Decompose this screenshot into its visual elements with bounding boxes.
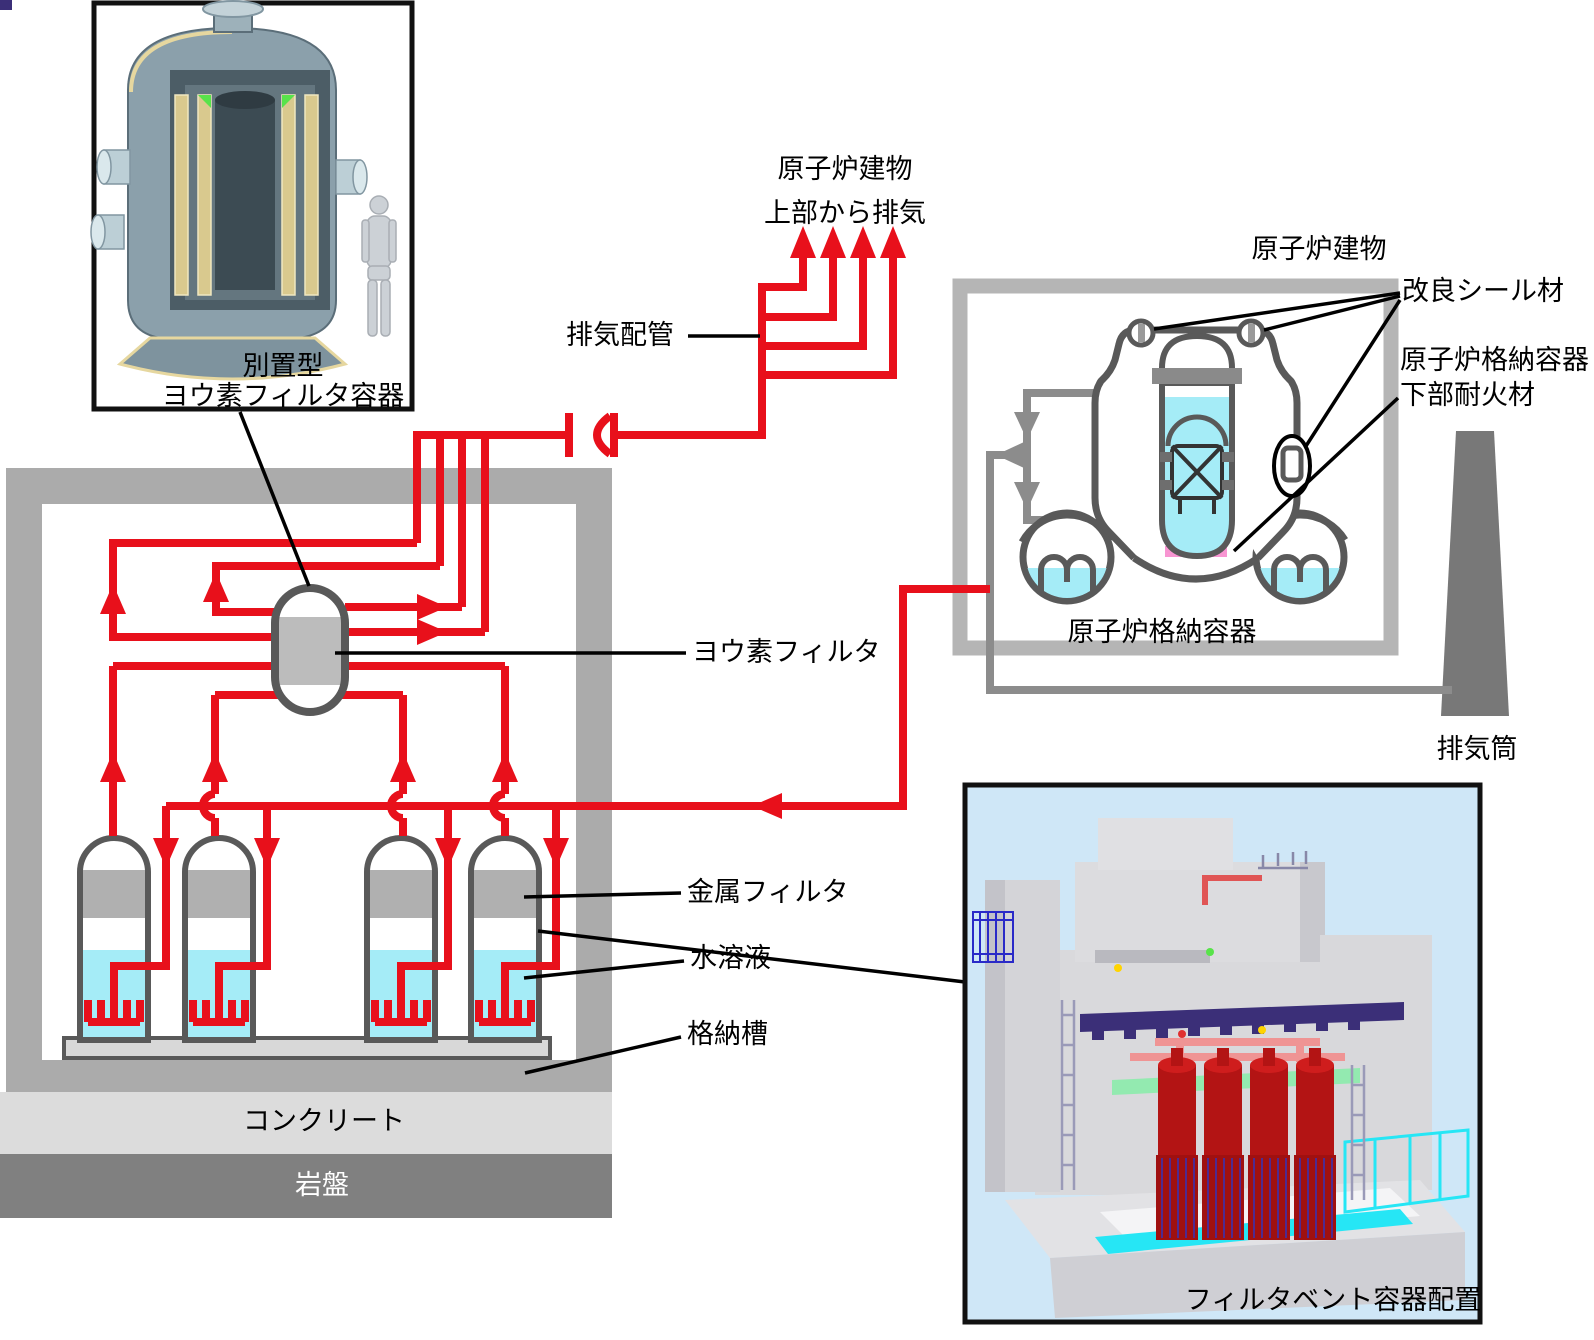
containment-tank-label: 格納槽 — [687, 1019, 768, 1051]
seal-point-right — [1236, 318, 1266, 348]
iodine-filter-label: ヨウ素フィルタ — [692, 637, 881, 669]
seal-point-left — [1126, 318, 1156, 348]
suppression-pool-left — [1018, 509, 1115, 605]
standalone-vessel-label-line2: ヨウ素フィルタ容器 — [161, 381, 405, 413]
cad-caption-label: フィルタベント容器配置 — [1184, 1285, 1482, 1317]
bedrock-label: 岩盤 — [295, 1170, 349, 1202]
pipe-break-icon — [565, 412, 618, 458]
bedrock-layer — [0, 1154, 612, 1218]
cad-filter-vessels — [1156, 1048, 1336, 1240]
roof-vent-arrows — [790, 226, 906, 258]
cad-render-box — [0, 0, 1483, 1325]
aqueous-solution-label: 水溶液 — [690, 943, 771, 975]
red-vent-piping — [84, 226, 990, 1026]
iodine-filter-vessel — [271, 584, 349, 716]
refractory-label-line2: 下部耐火材 — [1400, 380, 1535, 412]
human-figure — [361, 195, 397, 337]
containment-vessel-label: 原子炉格納容器 — [1067, 617, 1257, 649]
top-vent-label-line1: 原子炉建物 — [777, 154, 913, 186]
concrete-layer — [0, 1092, 612, 1154]
top-vent-label-line2: 上部から排気 — [764, 198, 926, 230]
improved-seal-label: 改良シール材 — [1402, 276, 1564, 308]
sparger-distributors — [84, 1000, 535, 1026]
metal-filter-label: 金属フィルタ — [687, 877, 849, 909]
vessel-3d-render — [90, 0, 368, 381]
standalone-vessel-box — [90, 0, 415, 412]
cad-wireframe-unit — [972, 911, 1014, 963]
cad-building — [0, 0, 1470, 1318]
exhaust-stack — [1441, 431, 1509, 716]
exhaust-stack-label: 排気筒 — [1436, 734, 1518, 766]
reactor-building-label: 原子炉建物 — [1251, 234, 1387, 266]
label-pointer-lines — [238, 291, 1402, 1075]
reactor-containment — [1018, 318, 1348, 605]
standalone-vessel-label-line1: 別置型 — [242, 351, 324, 383]
concrete-label: コンクリート — [243, 1106, 405, 1138]
exhaust-piping-label: 排気配管 — [566, 320, 674, 352]
refractory-label-line1: 原子炉格納容器 — [1400, 345, 1589, 377]
reactor-pressure-vessel — [1152, 332, 1242, 560]
